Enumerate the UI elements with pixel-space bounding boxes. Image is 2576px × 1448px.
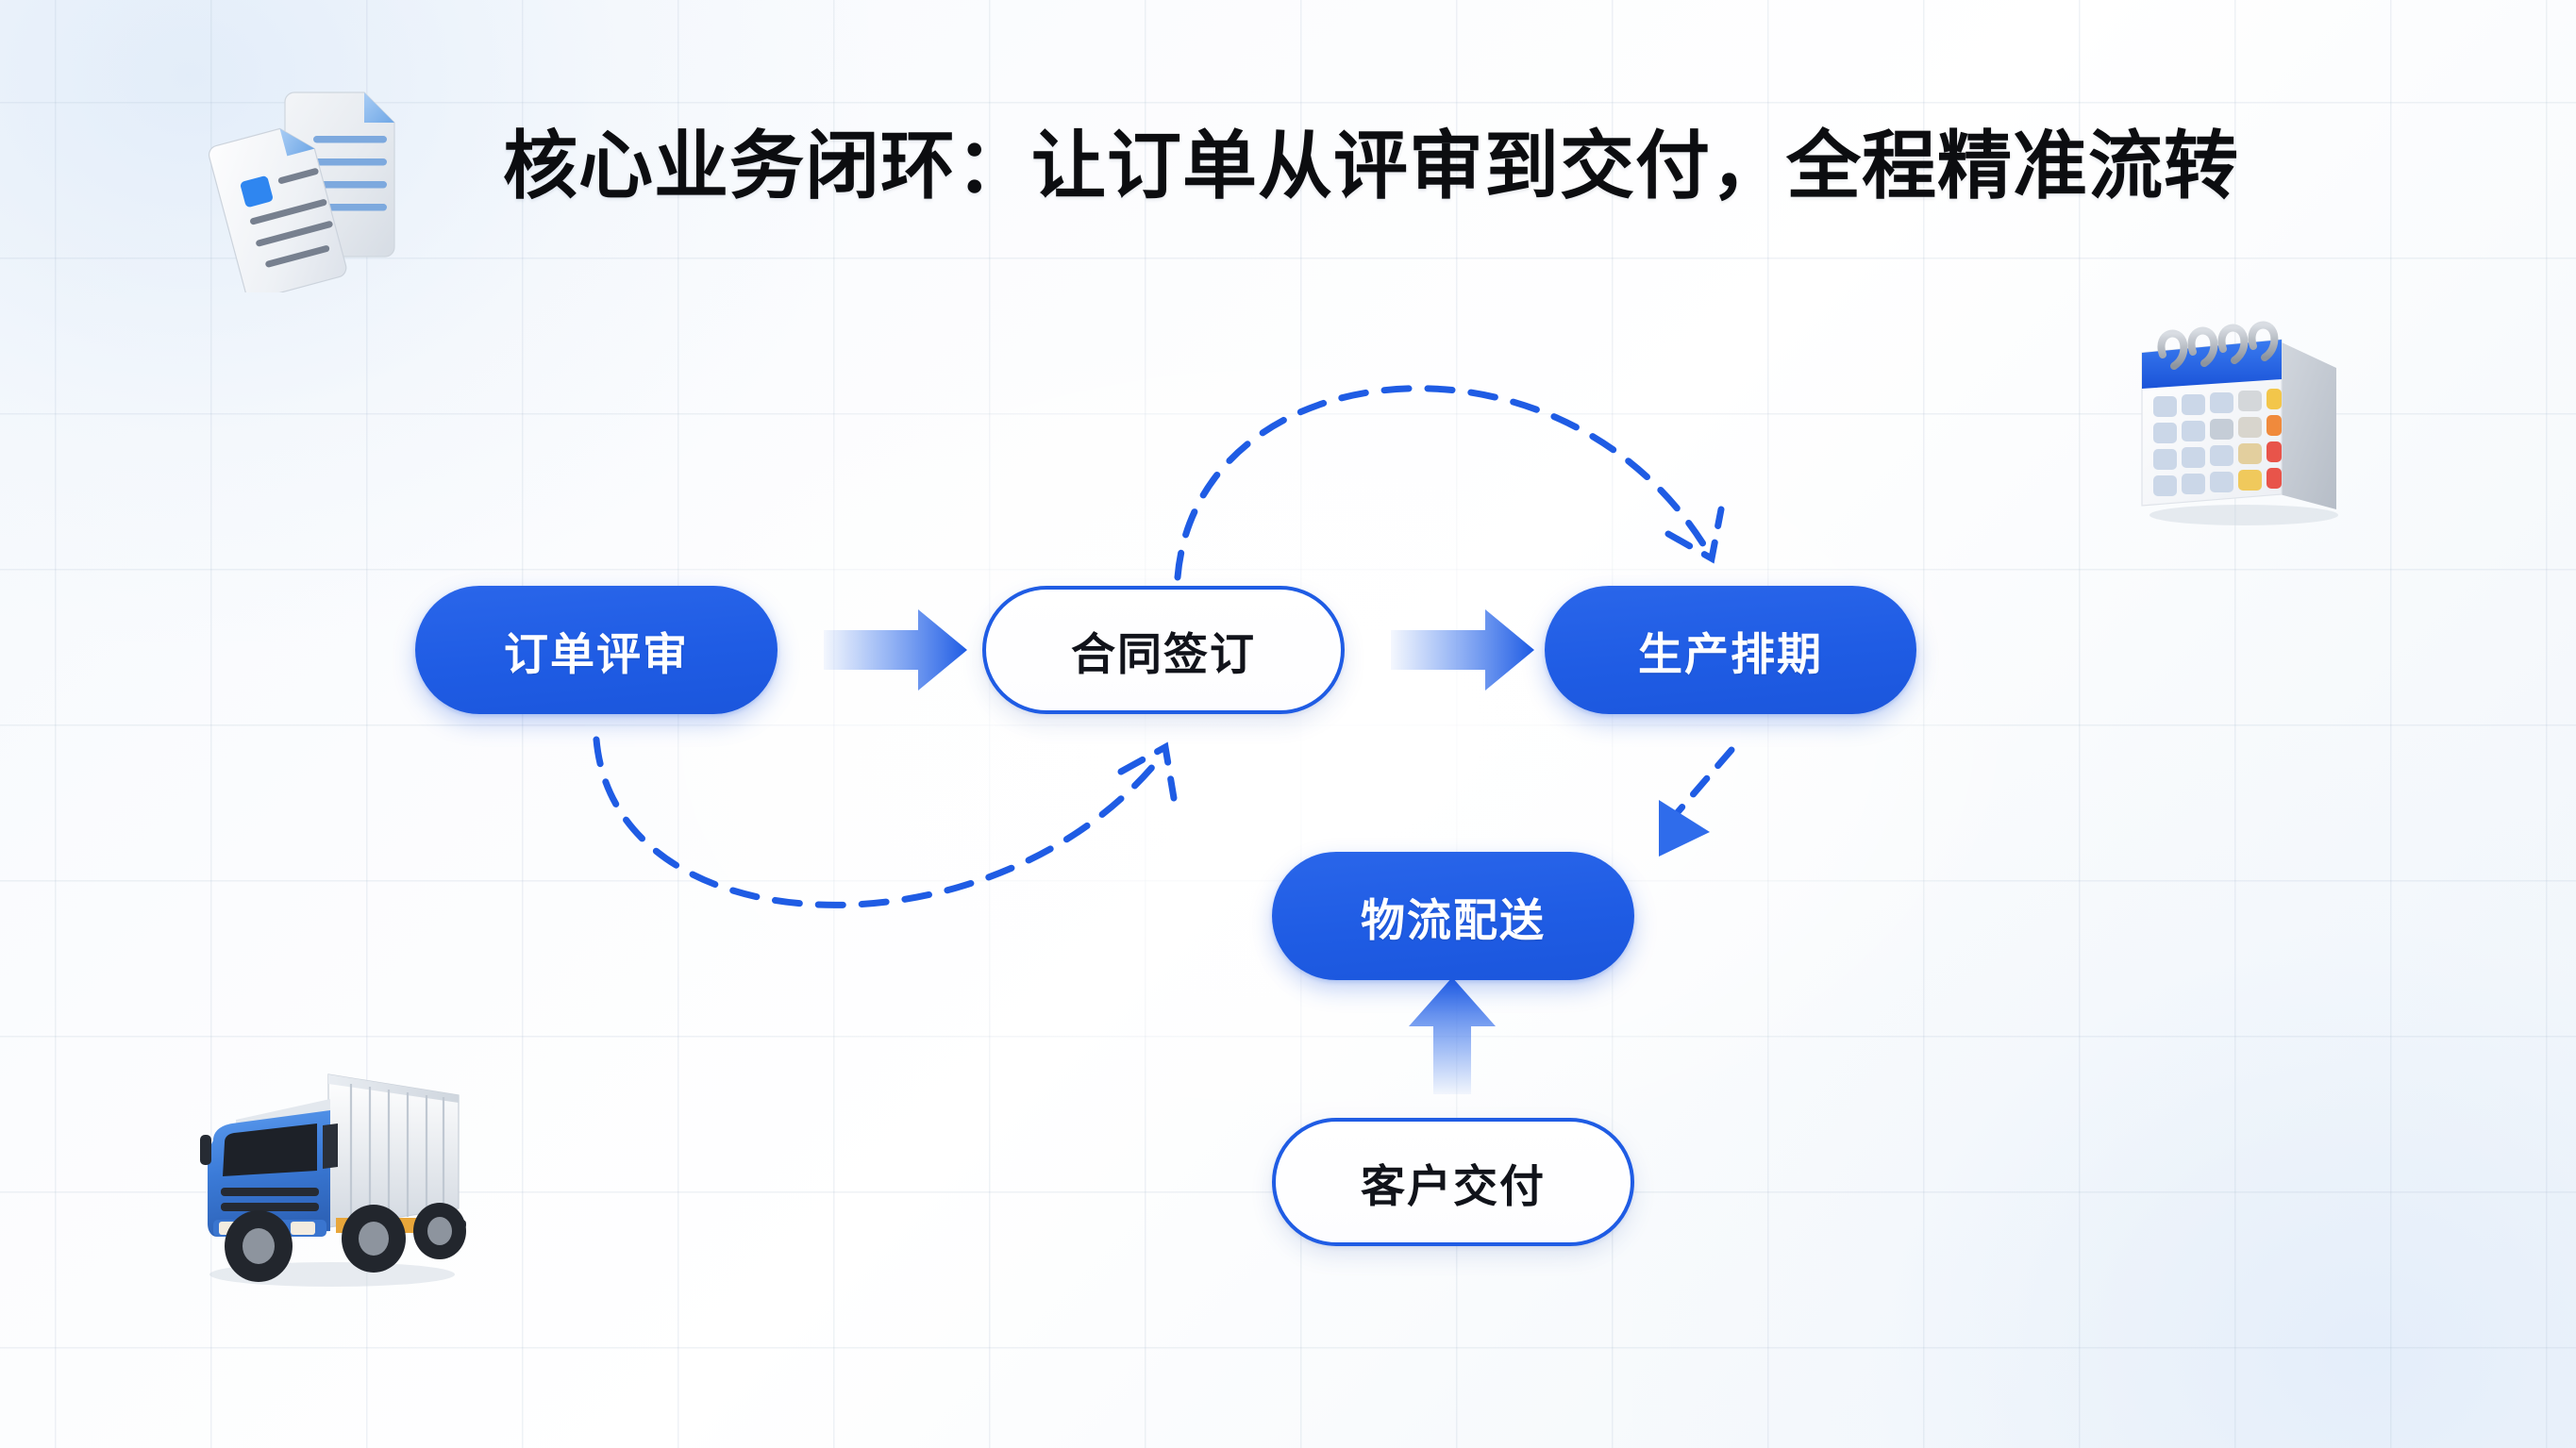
flow-node-contract-signing[interactable]: 合同签订 (982, 586, 1345, 714)
flow-node-production-schedule[interactable]: 生产排期 (1545, 586, 1916, 714)
dashed-arrow-schedule-to-logistics (1659, 746, 1735, 857)
dashed-arc-order-to-contract (593, 736, 1178, 908)
dashed-arc-contract-to-schedule (1174, 385, 1725, 581)
background-glow-center (585, 311, 2000, 1160)
arrow-order-to-contract (824, 609, 967, 691)
flow-node-customer-handover[interactable]: 客户交付 (1272, 1118, 1634, 1246)
flow-node-logistics-delivery[interactable]: 物流配送 (1272, 852, 1634, 980)
documents-icon (206, 66, 423, 300)
flow-node-label: 物流配送 (1361, 894, 1546, 945)
flow-node-label: 订单评审 (504, 628, 689, 679)
arrow-contract-to-schedule (1391, 609, 1534, 691)
flow-node-label: 客户交付 (1361, 1160, 1546, 1211)
flow-node-label: 生产排期 (1638, 628, 1823, 679)
background-glow-top-left (0, 0, 868, 641)
flow-node-order-review[interactable]: 订单评审 (415, 586, 778, 714)
page-title: 核心业务闭环：让订单从评审到交付，全程精准流转 (503, 124, 2239, 208)
truck-icon (179, 1042, 481, 1297)
background-glow-bottom-right (1632, 731, 2576, 1448)
arrow-handover-to-logistics (1409, 977, 1496, 1094)
flow-node-label: 合同签订 (1071, 628, 1256, 679)
calendar-icon (2121, 309, 2367, 536)
